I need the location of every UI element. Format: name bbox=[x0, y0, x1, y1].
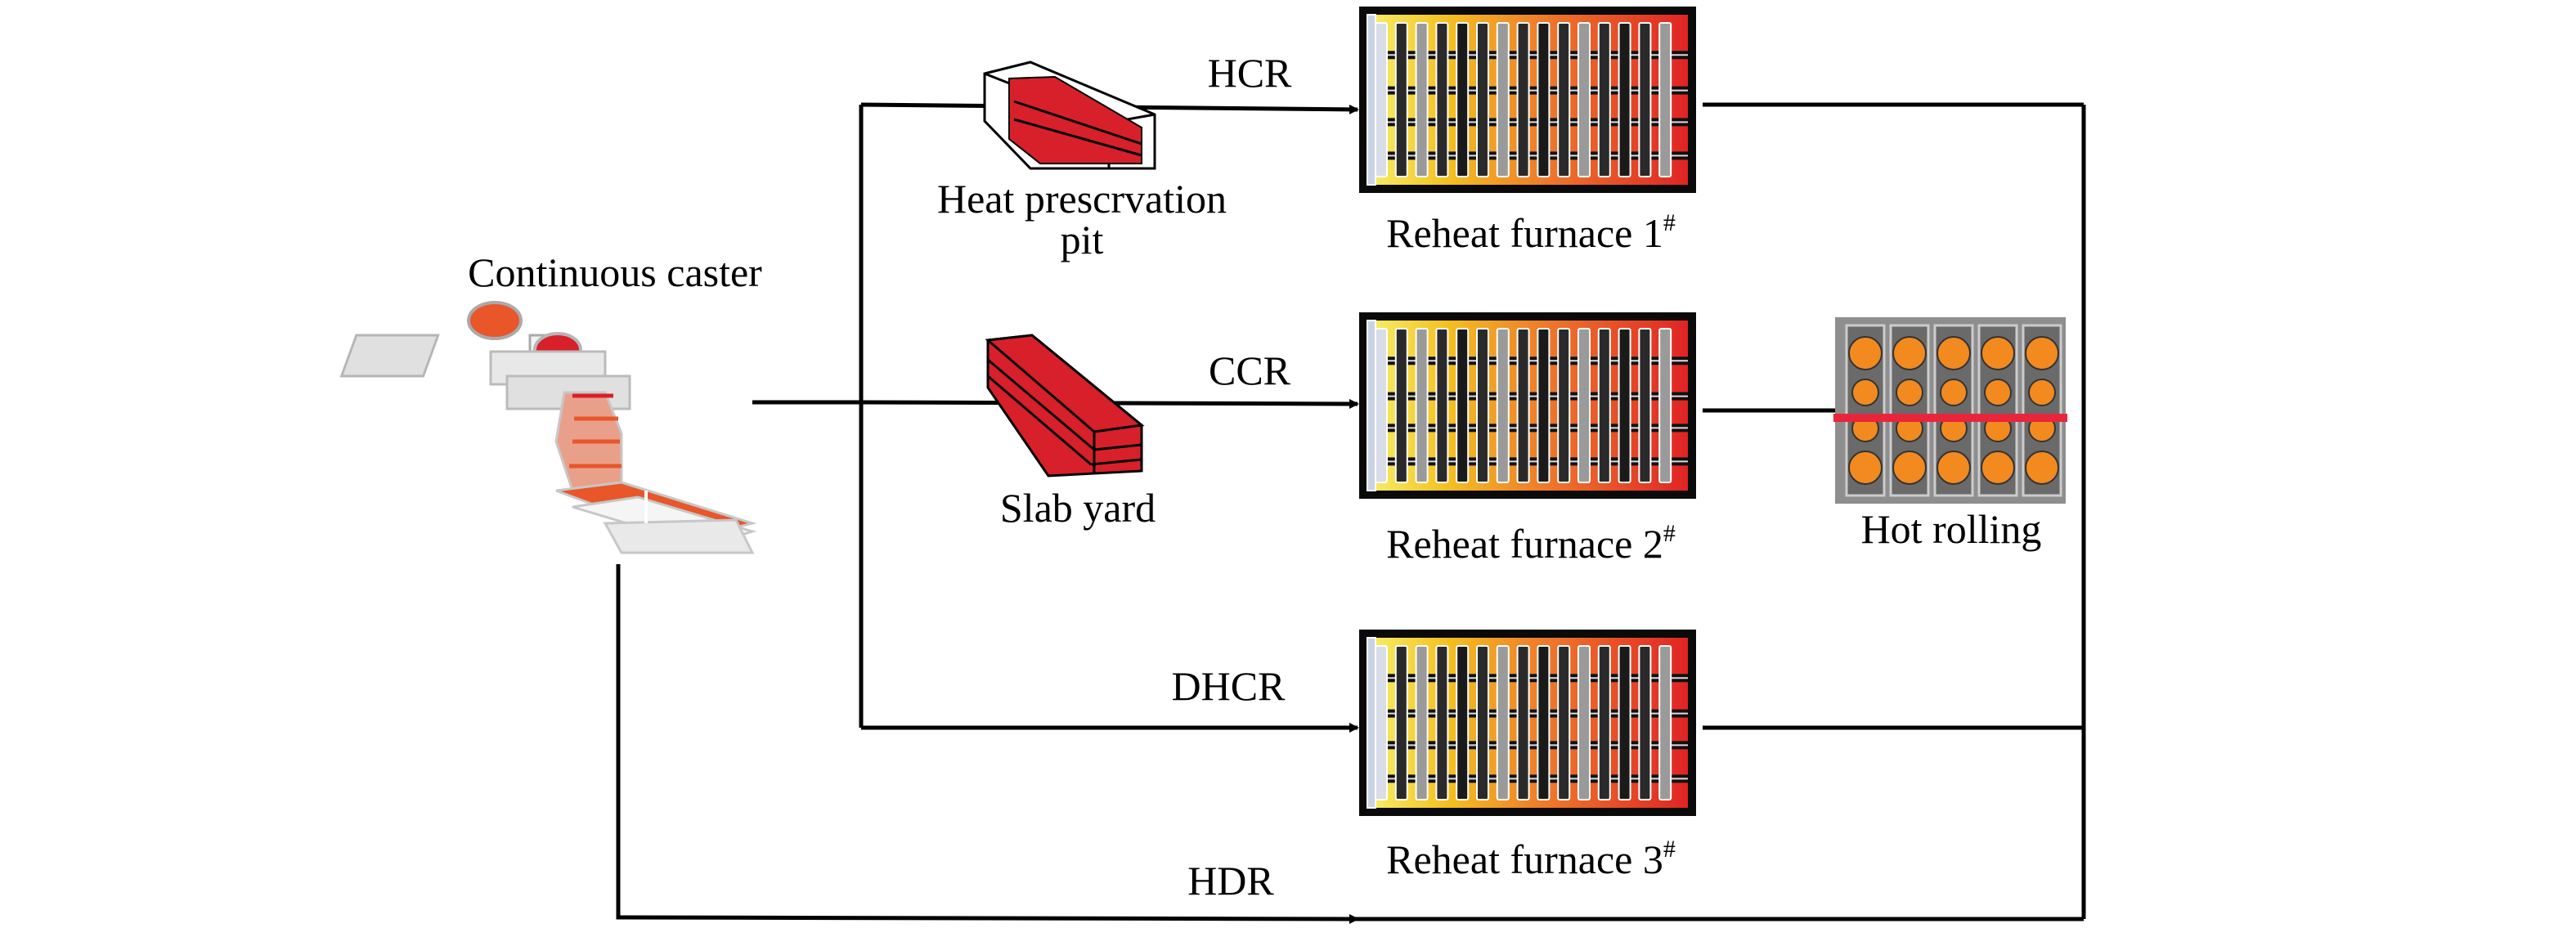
furnace-1-illustration bbox=[1359, 7, 1696, 193]
route-label-ccr: CCR bbox=[1209, 347, 1291, 393]
pit-label-line2: pit bbox=[1061, 217, 1104, 262]
furnace-1-label-text: Reheat furnace 1 bbox=[1386, 210, 1663, 256]
slab-stack-icon bbox=[985, 334, 1145, 477]
furnace-3-label-superscript: # bbox=[1663, 836, 1676, 863]
reheat-furnace-3: Reheat furnace 3# bbox=[1359, 630, 1696, 882]
furnace-2-label: Reheat furnace 2# bbox=[1386, 520, 1676, 567]
reheat-furnace-2: Reheat furnace 2# bbox=[1359, 312, 1696, 567]
heat-preservation-pit: Heat prescrvation pit bbox=[937, 61, 1227, 262]
furnace-1-label: Reheat furnace 1# bbox=[1386, 209, 1676, 256]
furnace-2-label-superscript: # bbox=[1663, 520, 1676, 547]
furnace-3-label: Reheat furnace 3# bbox=[1386, 836, 1676, 882]
hot-rolling: Hot rolling bbox=[1833, 317, 2067, 552]
rolling-mill-illustration bbox=[1833, 317, 2067, 504]
continuous-caster: Continuous caster bbox=[339, 249, 762, 564]
reheat-furnace-1: Reheat furnace 1# bbox=[1359, 7, 1696, 256]
pit-illustration bbox=[983, 61, 1156, 170]
pit-label-line1: Heat prescrvation bbox=[937, 176, 1227, 222]
caster-illustration bbox=[339, 301, 757, 564]
yard-label: Slab yard bbox=[1000, 485, 1156, 531]
furnace-2-illustration bbox=[1359, 312, 1696, 499]
furnace-2-label-text: Reheat furnace 2 bbox=[1386, 521, 1663, 567]
furnace-1-label-superscript: # bbox=[1663, 209, 1676, 236]
slab-yard: Slab yard bbox=[985, 334, 1156, 531]
hdr-line bbox=[616, 499, 1359, 924]
caster-label: Continuous caster bbox=[468, 249, 762, 295]
rolling-label: Hot rolling bbox=[1861, 506, 2042, 552]
route-label-dhcr: DHCR bbox=[1172, 663, 1286, 709]
route-label-hdr: HDR bbox=[1187, 858, 1274, 903]
furnace-3-label-text: Reheat furnace 3 bbox=[1386, 836, 1663, 882]
connector-lines bbox=[616, 102, 2086, 924]
route-label-hcr: HCR bbox=[1208, 50, 1292, 96]
furnace-3-illustration bbox=[1359, 630, 1696, 816]
